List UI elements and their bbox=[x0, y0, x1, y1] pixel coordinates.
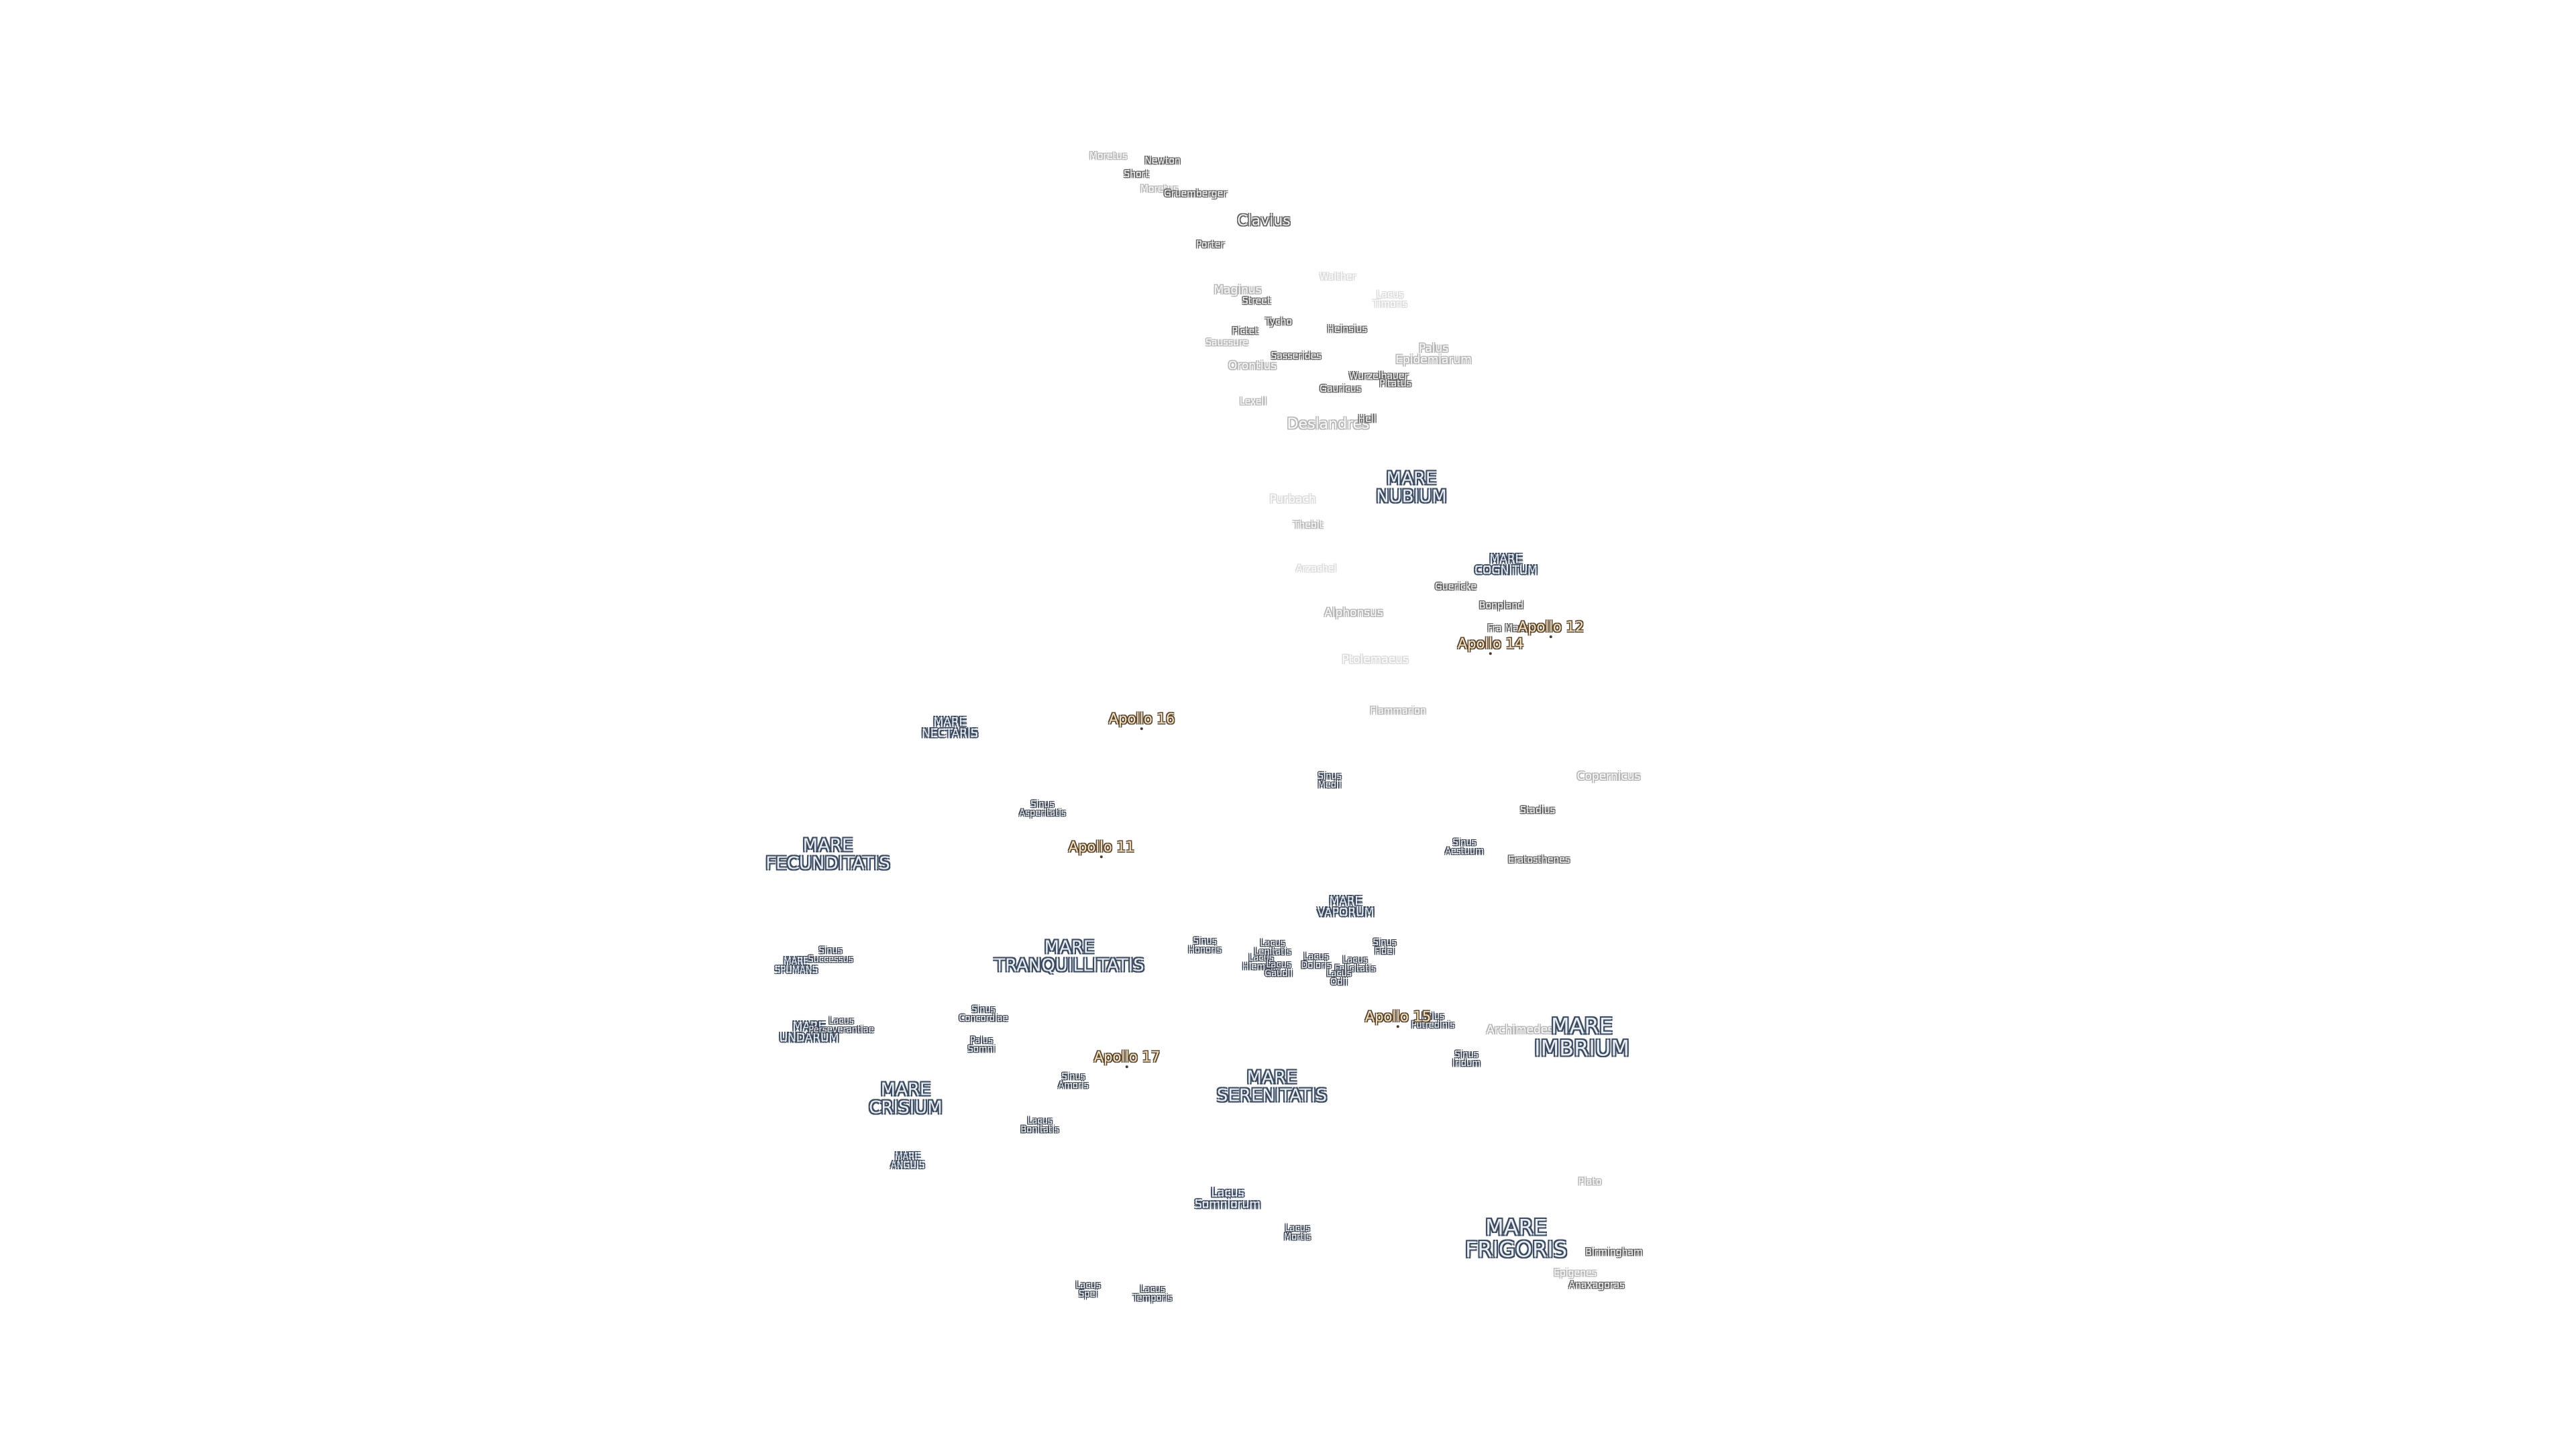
landing-site-marker bbox=[1550, 635, 1552, 639]
crater-label-heinsius: Heinsius bbox=[1327, 323, 1367, 335]
crater-label-flammarion: Flammarion bbox=[1370, 705, 1426, 716]
crater-label-moretus: Moretus bbox=[1089, 150, 1128, 162]
crater-label-pictet: Pictet bbox=[1232, 325, 1258, 337]
landing-site-marker bbox=[1140, 727, 1143, 731]
crater-label-copernicus: Copernicus bbox=[1576, 769, 1641, 784]
crater-label-moretus-2: Moretus bbox=[1140, 183, 1179, 195]
crater-label-pitatus: Pitatus bbox=[1379, 378, 1411, 389]
crater-label-short: Short bbox=[1124, 168, 1149, 180]
crater-label-bonpland: Bonpland bbox=[1479, 600, 1524, 611]
landing-site-marker bbox=[1100, 855, 1103, 859]
crater-label-thebit: Thebit bbox=[1293, 519, 1324, 531]
apollo-label-11: Apollo 11 bbox=[1069, 840, 1134, 859]
crater-label-epigenes: Epigenes bbox=[1554, 1267, 1597, 1279]
crater-label-walther: Walther bbox=[1319, 271, 1356, 282]
apollo-label-16: Apollo 16 bbox=[1109, 712, 1175, 731]
crater-label-archimedes: Archimedes bbox=[1486, 1023, 1554, 1037]
crater-label-clavius: Clavius bbox=[1237, 212, 1291, 229]
landing-site-marker bbox=[1397, 1025, 1399, 1028]
crater-label-newton: Newton bbox=[1144, 155, 1181, 166]
crater-label-ptolemaeus: Ptolemaeus bbox=[1342, 653, 1409, 667]
landing-site-marker bbox=[1126, 1065, 1128, 1069]
landing-site-marker bbox=[1489, 652, 1492, 655]
crater-label-guericke: Guericke bbox=[1435, 581, 1477, 592]
crater-label-maginus: Maginus bbox=[1214, 283, 1262, 297]
crater-label-arzachel: Arzachel bbox=[1295, 563, 1337, 574]
crater-label-hell: Hell bbox=[1358, 413, 1377, 425]
crater-label-stadius: Stadius bbox=[1520, 804, 1555, 816]
crater-label-anaxagoras: Anaxagoras bbox=[1568, 1279, 1625, 1291]
apollo-label-14: Apollo 14 bbox=[1458, 637, 1523, 655]
apollo-label-17: Apollo 17 bbox=[1094, 1050, 1160, 1069]
crater-label-gauricus: Gauricus bbox=[1320, 383, 1361, 394]
crater-label-eratosthenes: Eratosthenes bbox=[1507, 854, 1570, 865]
crater-label-saussure: Saussure bbox=[1205, 337, 1248, 348]
crater-label-tycho: Tycho bbox=[1265, 316, 1292, 327]
crater-label-street: Street bbox=[1242, 295, 1271, 307]
crater-label-fra-mauro: Fra Mauro bbox=[1487, 623, 1534, 634]
crater-label-orontius: Orontius bbox=[1228, 359, 1277, 373]
crater-label-lexell: Lexell bbox=[1239, 396, 1267, 407]
apollo-label-12: Apollo 12 bbox=[1518, 620, 1584, 639]
crater-label-sasserides: Sasserides bbox=[1271, 350, 1322, 362]
apollo-label-15: Apollo 15 bbox=[1365, 1010, 1431, 1028]
crater-label-gruemberger: Gruemberger bbox=[1164, 188, 1227, 199]
crater-label-porter: Porter bbox=[1195, 239, 1225, 250]
crater-label-purbach: Purbach bbox=[1269, 492, 1316, 506]
crater-label-birmingham: Birmingham bbox=[1585, 1246, 1643, 1258]
crater-label-plato: Plato bbox=[1578, 1176, 1602, 1187]
crater-label-alphonsus: Alphonsus bbox=[1324, 606, 1383, 620]
crater-label-wurzelbauer: Wurzelbauer bbox=[1348, 370, 1409, 382]
crater-label-deslandres: Deslandres bbox=[1287, 415, 1370, 433]
